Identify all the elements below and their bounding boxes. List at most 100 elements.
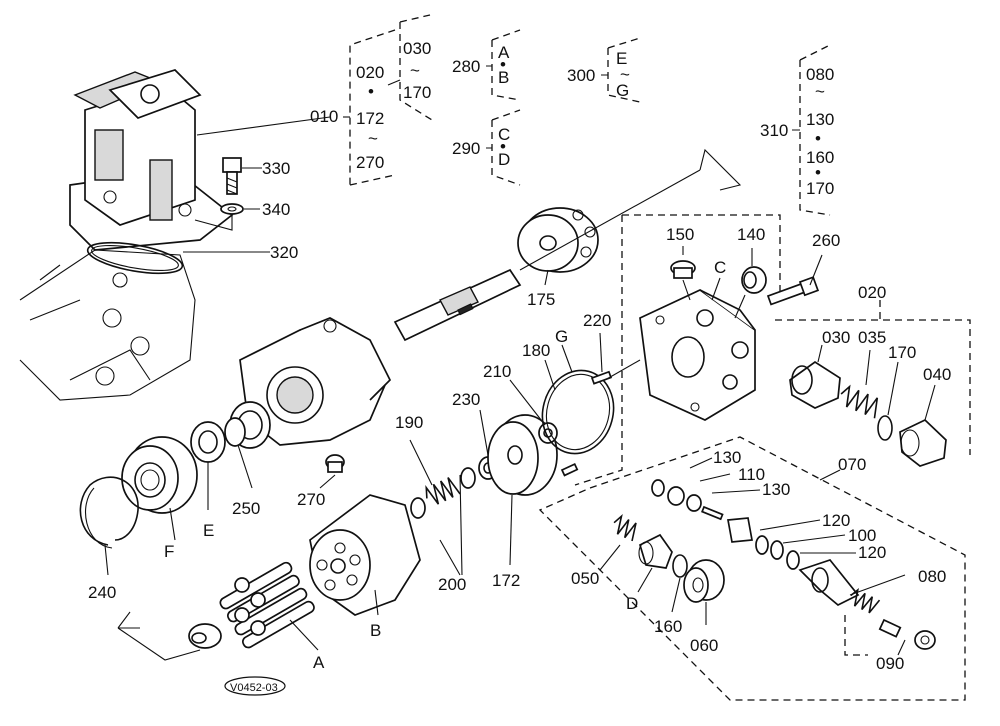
label-g: G bbox=[555, 327, 568, 346]
ref-300-item-1: E bbox=[616, 49, 627, 68]
snap-ring-240 bbox=[79, 476, 139, 549]
label-e: E bbox=[203, 521, 214, 540]
motor-casing bbox=[239, 317, 392, 446]
label-110: 110 bbox=[738, 465, 765, 484]
ref-310-item-6: • bbox=[815, 163, 821, 182]
label-320: 320 bbox=[270, 243, 298, 262]
ref-010-item-5: 270 bbox=[356, 153, 384, 172]
ref-280-item-2: • bbox=[500, 55, 506, 74]
label-d: D bbox=[626, 594, 638, 613]
diagram-code-badge: V0452-03 bbox=[224, 676, 286, 696]
spring-set bbox=[410, 456, 498, 519]
ref-010-item-2: • bbox=[368, 82, 374, 101]
ref-310: 310 bbox=[760, 121, 788, 140]
label-120-top: 120 bbox=[822, 511, 850, 530]
cover-f bbox=[121, 436, 198, 514]
label-100: 100 bbox=[848, 526, 876, 545]
label-220: 220 bbox=[583, 311, 611, 330]
ref-010: 010 bbox=[310, 107, 338, 126]
ref-010-item-1: 020 bbox=[356, 63, 384, 82]
label-140: 140 bbox=[737, 225, 765, 244]
label-120-bottom: 120 bbox=[858, 543, 886, 562]
label-200: 200 bbox=[438, 575, 466, 594]
ref-280-item-3: B bbox=[498, 68, 509, 87]
label-340: 340 bbox=[262, 200, 290, 219]
cap-060 bbox=[683, 559, 725, 603]
label-f: F bbox=[164, 542, 174, 561]
plug-270 bbox=[325, 454, 345, 473]
spring-090-set bbox=[850, 587, 936, 650]
ref-310-item-7: 170 bbox=[806, 179, 834, 198]
valve-group-outline bbox=[574, 214, 781, 486]
bolt-330 bbox=[222, 157, 242, 195]
retainer-ring bbox=[188, 623, 222, 649]
label-175: 175 bbox=[527, 290, 555, 309]
o-ring-170 bbox=[877, 415, 893, 441]
label-080: 080 bbox=[918, 567, 946, 586]
label-130-top: 130 bbox=[713, 448, 741, 467]
spring-050 bbox=[613, 514, 637, 542]
washer-340 bbox=[220, 203, 244, 215]
plug-140 bbox=[741, 266, 767, 294]
ref-010-sub-2: ~ bbox=[410, 61, 420, 80]
ref-310-item-5: 160 bbox=[806, 148, 834, 167]
label-150: 150 bbox=[666, 225, 694, 244]
label-170: 170 bbox=[888, 343, 916, 362]
group-020-outline bbox=[775, 300, 971, 455]
seal-e bbox=[190, 421, 226, 463]
ref-290-item-3: D bbox=[498, 150, 510, 169]
ref-280-item-1: A bbox=[498, 43, 510, 62]
ref-010-sub-3: 170 bbox=[403, 83, 431, 102]
port-block bbox=[639, 289, 756, 421]
pistons-a bbox=[219, 561, 315, 649]
label-240: 240 bbox=[88, 583, 116, 602]
plate-175 bbox=[517, 207, 599, 273]
valve-spool-parts bbox=[651, 479, 860, 607]
sleeve-030 bbox=[789, 360, 841, 409]
ref-290-item-1: C bbox=[498, 125, 510, 144]
label-190: 190 bbox=[395, 413, 423, 432]
label-172: 172 bbox=[492, 571, 520, 590]
o-ring-160 bbox=[672, 554, 688, 578]
label-230: 230 bbox=[452, 390, 480, 409]
assembled-motor bbox=[19, 69, 234, 401]
label-035: 035 bbox=[858, 328, 886, 347]
reference-brackets bbox=[196, 14, 831, 216]
label-270: 270 bbox=[297, 490, 325, 509]
ref-280: 280 bbox=[452, 57, 480, 76]
ref-300: 300 bbox=[567, 66, 595, 85]
label-040: 040 bbox=[923, 365, 951, 384]
pin-220 bbox=[590, 370, 613, 385]
label-260: 260 bbox=[812, 231, 840, 250]
plug-150 bbox=[670, 260, 696, 279]
label-060: 060 bbox=[690, 636, 718, 655]
ref-310-item-3: 130 bbox=[806, 110, 834, 129]
ref-290: 290 bbox=[452, 139, 480, 158]
ref-290-item-2: • bbox=[500, 137, 506, 156]
reference-texts: 010 020 • 172 ~ 270 030 ~ 170 280 A • B … bbox=[310, 39, 834, 198]
ref-010-item-3: 172 bbox=[356, 109, 384, 128]
label-030: 030 bbox=[822, 328, 850, 347]
label-a: A bbox=[313, 653, 325, 672]
label-250: 250 bbox=[232, 499, 260, 518]
spring-035 bbox=[840, 384, 879, 419]
cap-040 bbox=[899, 418, 947, 467]
ref-300-item-3: G bbox=[616, 81, 629, 100]
diagram-code: V0452-03 bbox=[230, 682, 278, 694]
piston-d bbox=[638, 533, 673, 569]
o-ring-g bbox=[541, 369, 615, 455]
ref-010-item-4: ~ bbox=[368, 129, 378, 148]
ref-310-item-1: 080 bbox=[806, 65, 834, 84]
label-210: 210 bbox=[483, 362, 511, 381]
ref-300-item-2: ~ bbox=[620, 65, 630, 84]
label-020: 020 bbox=[858, 283, 886, 302]
cylinder-block-b bbox=[309, 494, 421, 616]
bolt-260 bbox=[766, 276, 820, 306]
bearing-250 bbox=[224, 401, 271, 449]
label-070: 070 bbox=[838, 455, 866, 474]
label-b: B bbox=[370, 621, 381, 640]
ref-010-sub-1: 030 bbox=[403, 39, 431, 58]
label-180: 180 bbox=[522, 341, 550, 360]
drive-shaft bbox=[393, 268, 522, 342]
